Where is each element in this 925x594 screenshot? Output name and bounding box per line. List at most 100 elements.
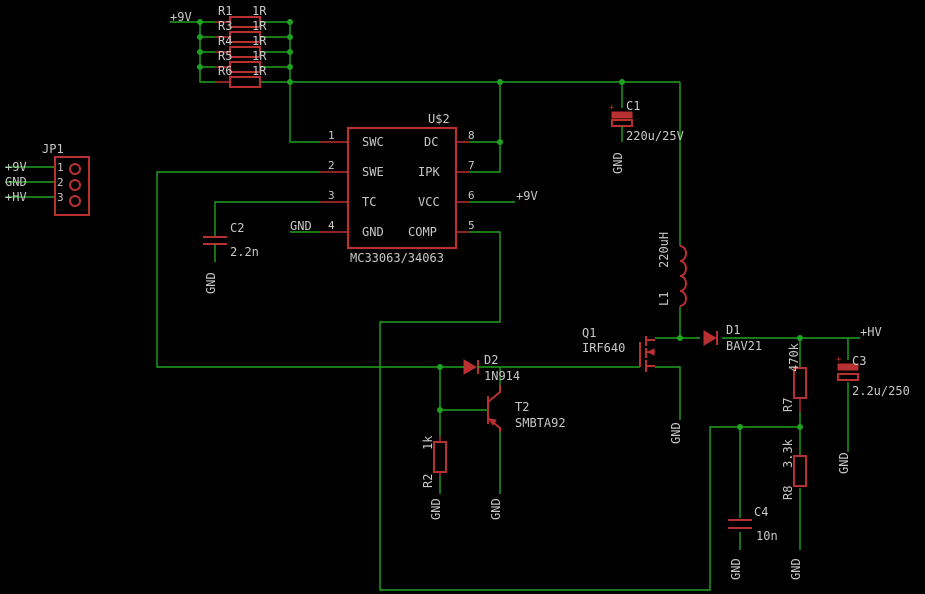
- d2-value: 1N914: [484, 369, 520, 383]
- wire-jp1: [5, 166, 55, 198]
- connector-pin-num: 1: [57, 161, 64, 174]
- gnd-label: GND: [669, 422, 683, 444]
- gnd-label: GND: [729, 558, 743, 580]
- ic-pin-label: SWE: [362, 165, 384, 179]
- resistor-name: R1: [218, 4, 232, 18]
- r7-name: R7: [781, 398, 795, 412]
- resistor-name: R4: [218, 34, 232, 48]
- c1-value: 220u/25V: [626, 129, 684, 143]
- gnd-label: GND: [204, 272, 218, 294]
- connector-name: JP1: [42, 142, 64, 156]
- polarity-mark: +: [836, 355, 842, 365]
- t2-value: SMBTA92: [515, 416, 566, 430]
- resistor-value: 1R: [252, 4, 267, 18]
- q1-value: IRF640: [582, 341, 625, 355]
- resistor-value: 1R: [252, 34, 267, 48]
- net-label-gnd: GND: [290, 219, 312, 233]
- d2-name: D2: [484, 353, 498, 367]
- junctions: [197, 19, 803, 430]
- d1-name: D1: [726, 323, 740, 337]
- wire-to-swc: [289, 82, 320, 143]
- ic-pin-num: 4: [328, 219, 335, 232]
- r8-name: R8: [781, 486, 795, 500]
- ic-pin-label: VCC: [418, 195, 440, 209]
- capacitor-c3: + C3 2.2u/250 GND: [836, 354, 910, 474]
- resistor-r7: 470k R7: [781, 342, 807, 412]
- c2-name: C2: [230, 221, 244, 235]
- connector-net-label: GND: [5, 175, 27, 189]
- c4-name: C4: [754, 505, 768, 519]
- resistor-value: 1R: [252, 19, 267, 33]
- gnd-label: GND: [611, 152, 625, 174]
- c4-value: 10n: [756, 529, 778, 543]
- resistor-name: R6: [218, 64, 232, 78]
- resistor-value: 1R: [252, 49, 267, 63]
- connector-pin-1: [69, 163, 81, 175]
- r8-value: 3.3k: [781, 438, 795, 468]
- l1-value: 220uH: [657, 232, 671, 268]
- gnd-label: GND: [489, 498, 503, 520]
- wire-comp-feedback: [379, 231, 800, 591]
- wire-res-left-bus: [200, 21, 215, 68]
- mosfet-q1: Q1 IRF640 GND: [582, 326, 683, 444]
- connector-pin-3: [69, 195, 81, 207]
- r7-value: 470k: [787, 342, 801, 372]
- ic-pin-num: 3: [328, 189, 335, 202]
- resistor-bank: +9V R1 1R R3 1R R4 1R R5 1R R6 1R: [170, 4, 267, 88]
- ic-pin-num: 8: [468, 129, 475, 142]
- resistor-r8: 3.3k R8 GND: [781, 438, 807, 580]
- ic-pin-label: SWC: [362, 135, 384, 149]
- ic-pin-num: 2: [328, 159, 335, 172]
- ic-pin-num: 1: [328, 129, 335, 142]
- ic-pin-num: 5: [468, 219, 475, 232]
- r2-name: R2: [421, 474, 435, 488]
- connector-body: [54, 156, 90, 216]
- gnd-label: GND: [789, 558, 803, 580]
- d1-value: BAV21: [726, 339, 762, 353]
- ic-pin-num: 7: [468, 159, 475, 172]
- ic-pin-label: DC: [424, 135, 438, 149]
- c2-value: 2.2n: [230, 245, 259, 259]
- gnd-label: GND: [837, 452, 851, 474]
- capacitor-c1: + C1 220u/25V GND: [609, 99, 684, 174]
- net-label-9v: +9V: [170, 10, 192, 24]
- connector-pin-num: 3: [57, 191, 64, 204]
- ic-pin-label: TC: [362, 195, 376, 209]
- c1-name: C1: [626, 99, 640, 113]
- ic-left-pins: [320, 141, 348, 233]
- connector-net-label: +HV: [5, 190, 27, 204]
- ic-name: U$2: [428, 112, 450, 126]
- resistor-name: R3: [218, 19, 232, 33]
- c3-name: C3: [852, 354, 866, 368]
- ic-pin-label: IPK: [418, 165, 440, 179]
- ic-pin-label: COMP: [408, 225, 437, 239]
- net-label-hv: +HV: [860, 325, 882, 339]
- resistor-r6: [229, 76, 261, 88]
- polarity-mark: +: [609, 103, 615, 113]
- resistor-name: R5: [218, 49, 232, 63]
- capacitor-c4: C4 10n GND: [728, 505, 778, 580]
- ic-pin-label: GND: [362, 225, 384, 239]
- q1-name: Q1: [582, 326, 596, 340]
- wire-source: [655, 366, 681, 420]
- l1-name: L1: [657, 292, 671, 306]
- t2-name: T2: [515, 400, 529, 414]
- wire-tc: [214, 201, 320, 236]
- r2-value: 1k: [421, 435, 435, 450]
- wire-swe-gate: [156, 171, 460, 368]
- ic-part: MC33063/34063: [350, 251, 444, 265]
- wire-dc-ipk: [470, 82, 501, 173]
- gnd-label: GND: [429, 498, 443, 520]
- net-label-9v: +9V: [516, 189, 538, 203]
- ic-mc33063: U$2 MC33063/34063 1 2 3 4 SWC SWE TC GND…: [290, 112, 538, 265]
- ic-right-pins: [456, 141, 470, 233]
- connector-pin-num: 2: [57, 176, 64, 189]
- transistor-t2: T2 SMBTA92 GND: [487, 385, 566, 520]
- resistor-r2: 1k R2 GND: [421, 435, 447, 520]
- c3-value: 2.2u/250: [852, 384, 910, 398]
- resistor-value: 1R: [252, 64, 267, 78]
- connector-jp1: JP1 1 2 3 +9V GND +HV: [5, 142, 90, 216]
- connector-pin-2: [69, 179, 81, 191]
- inductor-l1: 220uH L1: [657, 232, 687, 307]
